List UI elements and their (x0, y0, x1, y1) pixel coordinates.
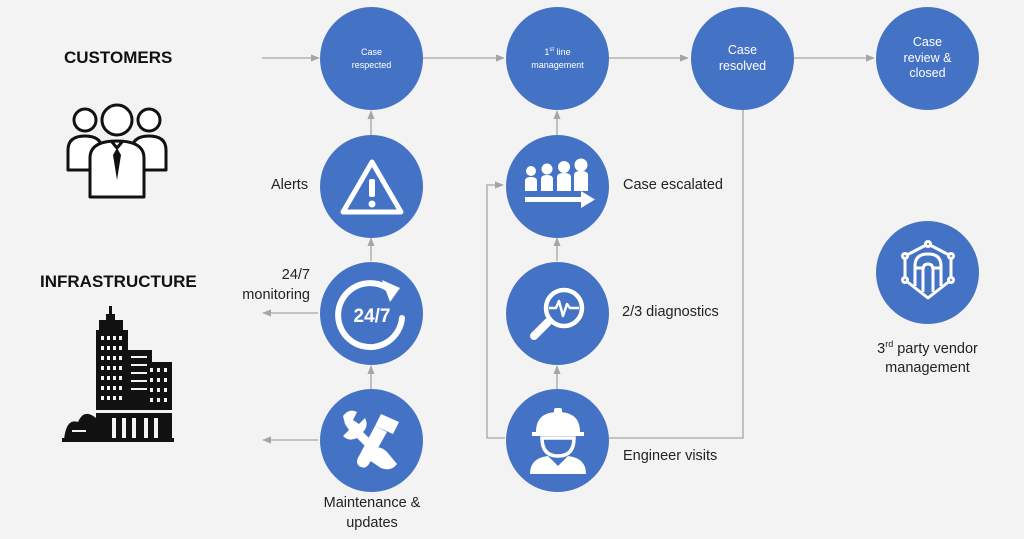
line-engineer-to-escalated (486, 181, 505, 439)
warning-triangle-icon (340, 159, 403, 214)
vendor-management-text: management (885, 360, 970, 377)
case-resolved-line2: resolved (718, 58, 767, 73)
first-line-number: 1 (544, 47, 550, 58)
first-line-management-word: management (531, 59, 584, 70)
monitoring-24-7-icon: 24/7 (334, 279, 405, 350)
monitoring-label-line2: monitoring (242, 286, 310, 303)
maintenance-label: Maintenance & updates (306, 494, 438, 533)
diagnostics-label: 2/3 diagnostics (622, 304, 719, 320)
node-diagnostics (506, 262, 609, 365)
node-alerts (320, 135, 423, 238)
monitoring-label: 24/7 monitoring (228, 266, 310, 305)
customers-heading: CUSTOMERS (64, 48, 173, 67)
case-review-line3: closed (909, 66, 946, 81)
vendor-network-icon (900, 239, 955, 299)
first-line-word: line (554, 47, 571, 58)
node-case-review-closed: Case review & closed (876, 7, 979, 110)
city-buildings-icon (62, 306, 174, 442)
vendor-number: 3 (877, 340, 886, 357)
engineer-hardhat-icon (529, 407, 586, 474)
line-resolved-to-engineer (609, 110, 744, 439)
vendor-suffix: rd (885, 339, 894, 349)
node-vendor-management (876, 221, 979, 324)
queue-escalation-icon (524, 158, 595, 208)
maintenance-label-line2: updates (346, 514, 398, 531)
case-escalated-label: Case escalated (623, 177, 723, 193)
case-review-line1: Case (912, 35, 943, 50)
case-resolved-line1: Case (727, 42, 758, 57)
people-group-icon (66, 103, 168, 199)
alerts-label: Alerts (271, 177, 309, 193)
node-case-resolved: Case resolved (691, 7, 794, 110)
magnifier-pulse-icon (529, 287, 584, 340)
monitoring-badge-text: 24/7 (353, 306, 390, 327)
node-case-respected: Case respected (320, 7, 423, 110)
node-monitoring: 24/7 (320, 262, 423, 365)
maintenance-label-line1: Maintenance & (323, 495, 421, 511)
first-line-suffix: st (549, 47, 555, 54)
case-respected-line1: Case (360, 47, 382, 58)
monitoring-label-line1: 24/7 (281, 267, 310, 283)
node-first-line-management: 1st line management (506, 7, 609, 110)
vendor-party-text: party vendor (893, 340, 978, 357)
infrastructure-heading: INFRASTRUCTURE (40, 272, 197, 291)
case-review-line2: review & (903, 50, 952, 65)
vendor-management-label: 3rd party vendor management (856, 338, 999, 379)
case-respected-line2: respected (351, 59, 392, 70)
node-maintenance (320, 389, 423, 492)
node-case-escalated (506, 135, 609, 238)
engineer-visits-label: Engineer visits (623, 448, 718, 464)
maintenance-tools-icon (342, 410, 399, 469)
node-engineer-visits (506, 389, 609, 492)
